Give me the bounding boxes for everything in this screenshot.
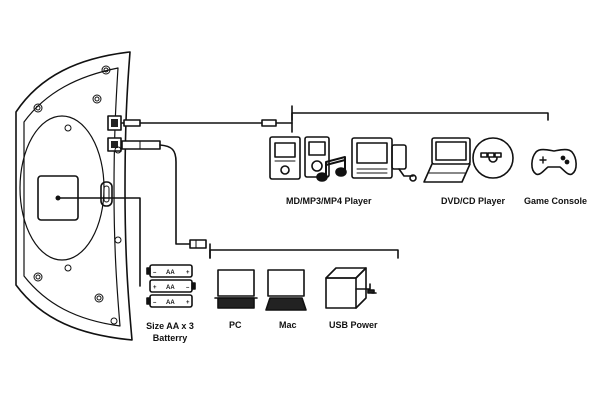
svg-text:+: + [186, 300, 190, 306]
svg-text:–: – [186, 285, 190, 291]
speaker-screws [33, 65, 122, 325]
speaker-inner-shell [23, 67, 121, 327]
battery-cell-label-2: AA [166, 285, 175, 291]
aa-batteries [146, 264, 196, 308]
battery-cell-label-3: AA [166, 300, 175, 306]
usb-power-adapter-icon [325, 267, 377, 309]
speaker-switch-inner [103, 185, 110, 203]
mp3-player-label: MD/MP3/MP4 Player [286, 196, 372, 206]
dvd-cd-player-icons [423, 137, 514, 183]
battery-pointer-dot [55, 195, 61, 201]
battery-label: Size AA x 3 Batterry [145, 320, 195, 344]
speaker-recess [19, 115, 105, 261]
usb-power-label: USB Power [329, 320, 378, 330]
svg-text:–: – [153, 300, 157, 306]
aux-plug-right [261, 119, 277, 127]
battery-label-size: Size AA x 3 [146, 321, 194, 331]
battery-cell-label-1: AA [166, 270, 175, 276]
speaker-switch [100, 181, 113, 207]
battery-label-text: Batterry [152, 333, 188, 343]
svg-text:+: + [186, 270, 190, 276]
top-device-bracket [291, 105, 549, 121]
mp3-player-icons [269, 136, 417, 182]
battery-pointer [57, 197, 141, 287]
speaker-unit [15, 51, 133, 341]
usb-cable-end [189, 239, 207, 249]
game-console-icon [531, 148, 577, 176]
svg-text:+: + [153, 285, 157, 291]
mac-label: Mac [279, 320, 297, 330]
bottom-device-bracket [209, 249, 399, 259]
aux-plug-left [123, 119, 141, 127]
usb-cable-plug [121, 140, 161, 150]
dvd-cd-player-label: DVD/CD Player [441, 196, 506, 206]
pc-label: PC [229, 320, 242, 330]
mac-icon [265, 269, 307, 311]
pc-icon [214, 269, 258, 309]
svg-text:–: – [153, 270, 157, 276]
usb-cable [159, 144, 193, 245]
speaker-outer-shell [15, 51, 133, 341]
cables [57, 119, 293, 287]
game-console-label: Game Console [524, 196, 588, 206]
